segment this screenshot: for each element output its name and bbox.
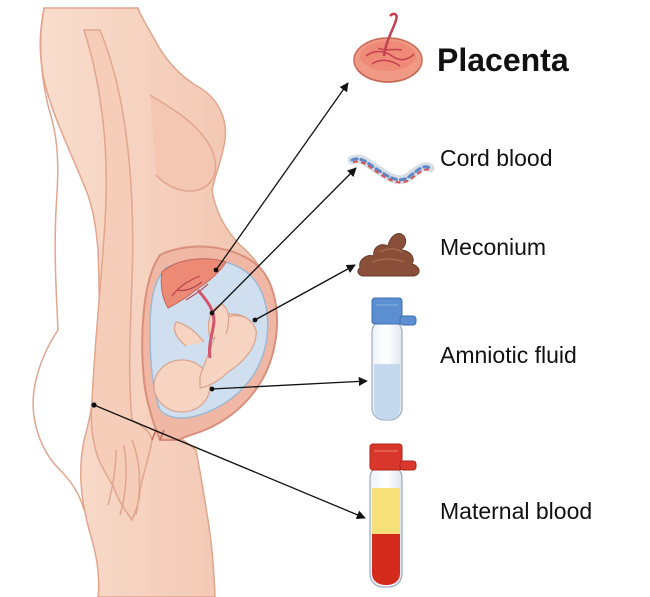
label-meconium: Meconium	[440, 234, 547, 260]
arrows	[91, 82, 368, 520]
label-placenta: Placenta	[437, 42, 569, 78]
cervix	[151, 429, 165, 441]
placenta-icon	[353, 12, 423, 83]
pregnant-woman-fetus-icon	[32, 7, 278, 597]
blood-tube-icon	[369, 443, 417, 588]
umbilical-cord-icon	[347, 154, 435, 185]
label-amniotic-fluid: Amniotic fluid	[440, 342, 577, 368]
label-cord-blood: Cord blood	[440, 145, 553, 171]
mother-back	[32, 7, 85, 511]
placenta-arrow	[215, 82, 349, 271]
placenta-vessels	[171, 275, 209, 301]
breast	[149, 94, 217, 192]
umbilical-cord-in-womb	[196, 289, 216, 359]
meconium-icon	[357, 233, 420, 277]
maternal-blood-arrow	[93, 404, 366, 520]
placenta-in-womb	[160, 258, 227, 309]
mother-hand	[107, 439, 141, 516]
cord-blood-arrow	[211, 167, 357, 314]
amniotic-fluid-arrow	[211, 376, 368, 390]
meconium-arrow	[254, 264, 356, 321]
amniotic-fluid-tube-icon	[371, 297, 417, 421]
fetus	[153, 303, 257, 413]
label-maternal-blood: Maternal blood	[440, 498, 593, 524]
